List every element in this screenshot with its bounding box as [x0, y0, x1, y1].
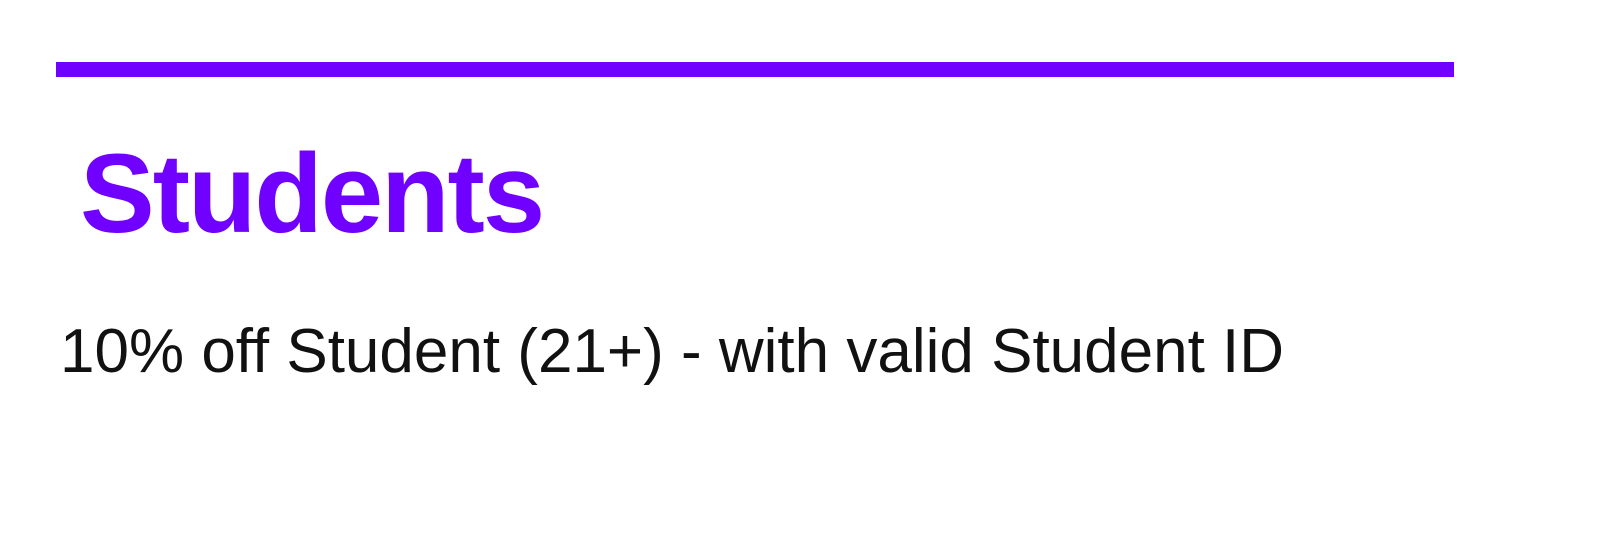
- accent-divider: [56, 62, 1454, 77]
- discount-description: 10% off Student (21+) - with valid Stude…: [60, 317, 1285, 386]
- section-title: Students: [80, 131, 545, 256]
